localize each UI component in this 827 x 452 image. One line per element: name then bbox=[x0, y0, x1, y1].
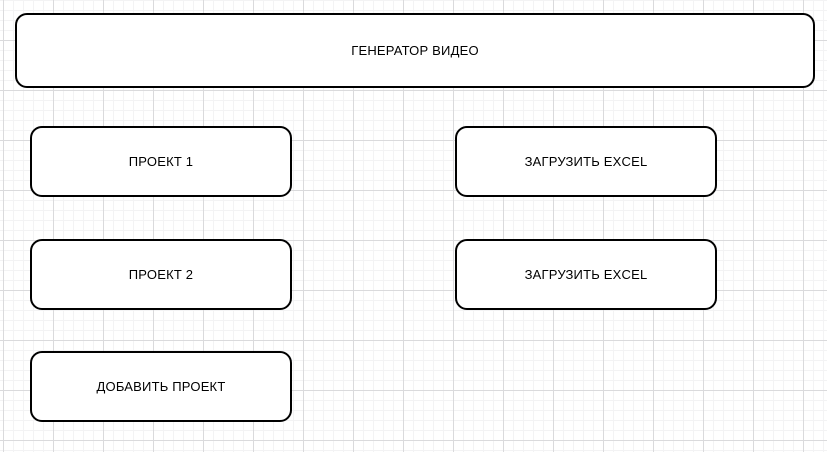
node-label: ЗАГРУЗИТЬ EXCEL bbox=[524, 153, 648, 169]
node-label: ПРОЕКТ 1 bbox=[128, 153, 194, 169]
node-label: ЗАГРУЗИТЬ EXCEL bbox=[524, 266, 648, 282]
node-project-2[interactable]: ПРОЕКТ 2 bbox=[30, 239, 292, 310]
node-load-excel-1[interactable]: ЗАГРУЗИТЬ EXCEL bbox=[455, 126, 717, 197]
node-label: ПРОЕКТ 2 bbox=[128, 266, 194, 282]
node-label: ГЕНЕРАТОР ВИДЕО bbox=[351, 42, 479, 58]
node-label: ДОБАВИТЬ ПРОЕКТ bbox=[96, 378, 226, 394]
node-video-generator[interactable]: ГЕНЕРАТОР ВИДЕО bbox=[15, 13, 815, 88]
node-project-1[interactable]: ПРОЕКТ 1 bbox=[30, 126, 292, 197]
node-load-excel-2[interactable]: ЗАГРУЗИТЬ EXCEL bbox=[455, 239, 717, 310]
node-add-project[interactable]: ДОБАВИТЬ ПРОЕКТ bbox=[30, 351, 292, 422]
